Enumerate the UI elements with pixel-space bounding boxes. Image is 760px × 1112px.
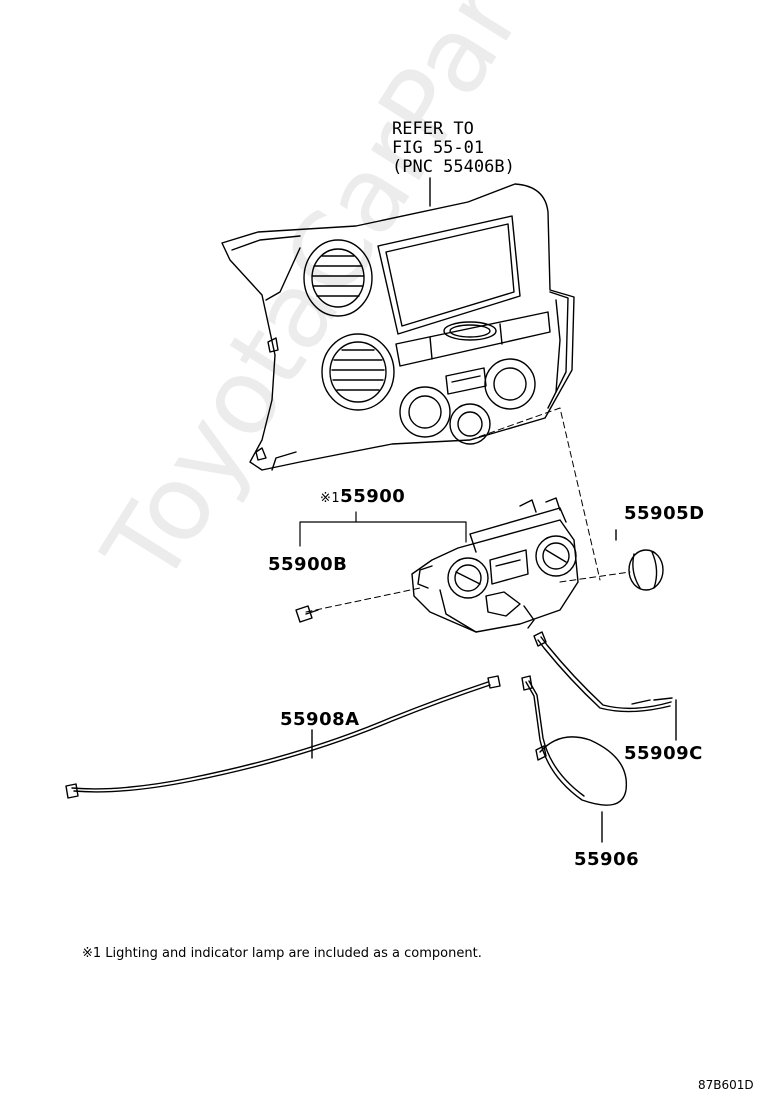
installation-guide-lines [305,407,631,613]
callout-55900[interactable]: ※155900 [320,488,405,506]
cable-55908a-drawing [65,675,501,799]
refer-line-3: (PNC 55406B) [392,157,515,177]
callout-55900b[interactable]: 55900B [268,554,348,575]
cable-55909c-drawing [533,631,677,741]
refer-to-label: REFER TO FIG 55-01 (PNC 55406B) [392,120,515,177]
cable-55906-drawing [521,675,628,843]
refer-line-1: REFER TO [392,119,474,139]
callout-55905d[interactable]: 55905D [624,503,705,524]
note-mark-1: ※1 [320,491,341,506]
callout-55909c[interactable]: 55909C [624,743,703,764]
heater-control-assembly-drawing [411,497,579,633]
refer-line-2: FIG 55-01 [392,138,485,158]
center-cluster-panel-drawing [221,177,575,471]
footnote: ※1 Lighting and indicator lamp are inclu… [82,946,482,961]
part-number-55900: 55900 [340,486,406,507]
knob-55905d-drawing [615,529,664,591]
screw-55900b-drawing [295,605,319,623]
callout-55908a[interactable]: 55908A [280,709,360,730]
figure-code: 87B601D [698,1078,754,1092]
callout-55906[interactable]: 55906 [574,849,640,870]
55900-bracket-lines [299,511,467,547]
